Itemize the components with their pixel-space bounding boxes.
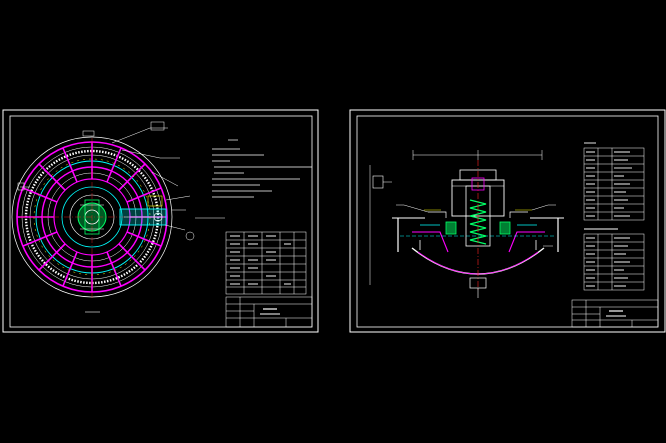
material-table-upper-text: [586, 151, 632, 217]
callout-tag: [82, 130, 95, 137]
dimension-leaders: [17, 121, 225, 241]
sheet-outer-border: [2, 109, 319, 333]
sheet-inner-border: [356, 115, 659, 328]
clarifier-cross-section: [369, 150, 564, 298]
plan-view-sheet: [2, 109, 319, 333]
inlet-channel: [119, 195, 167, 226]
material-table-lower-text: [586, 237, 630, 287]
design-notes-block: [212, 139, 312, 198]
circular-plan-view: [11, 136, 173, 300]
section-view-sheet: [349, 109, 666, 333]
material-table-upper: [583, 142, 645, 221]
parameter-table: [225, 231, 307, 295]
sheet-inner-border: [9, 115, 313, 328]
sheet-outer-border: [349, 109, 666, 333]
title-block: [225, 296, 313, 328]
material-table-lower: [583, 228, 645, 291]
parameter-table-text: [230, 235, 291, 285]
title-block: [571, 299, 659, 328]
